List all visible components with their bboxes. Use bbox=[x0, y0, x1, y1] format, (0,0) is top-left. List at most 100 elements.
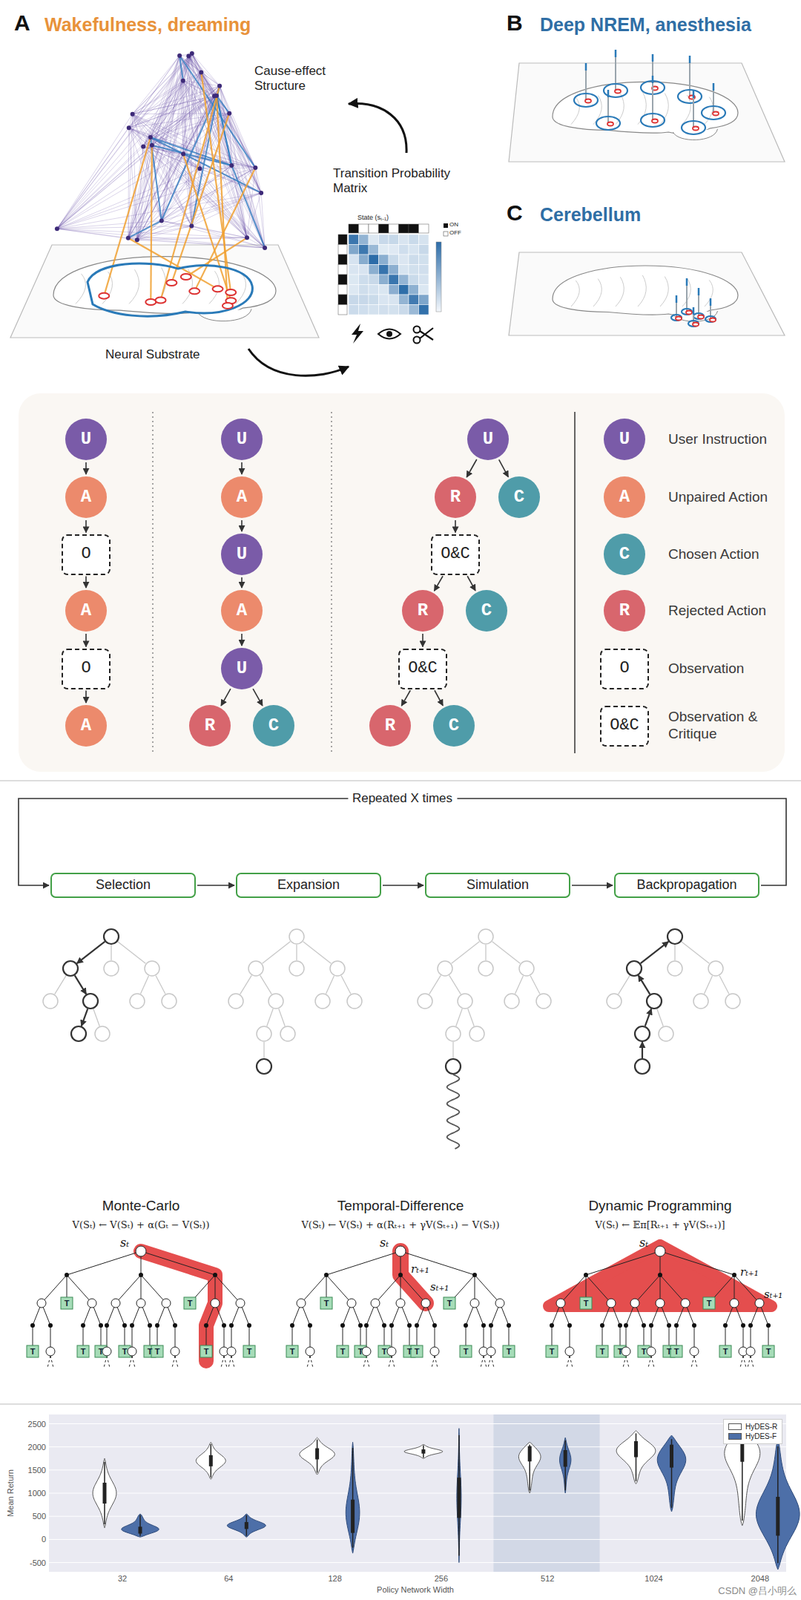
action-dot bbox=[212, 1271, 218, 1277]
label: Neural Substrate bbox=[105, 347, 201, 362]
violin-box bbox=[563, 1449, 568, 1466]
label: T bbox=[340, 1346, 346, 1356]
circle-fill bbox=[65, 589, 107, 632]
node-text: A bbox=[236, 487, 247, 507]
label: T bbox=[583, 1297, 589, 1308]
matrix-cell bbox=[378, 284, 390, 296]
network-edge bbox=[246, 192, 262, 238]
state-node bbox=[421, 1297, 431, 1307]
tree-edge bbox=[110, 944, 112, 960]
violin bbox=[92, 1457, 117, 1528]
legend-text: User Instruction bbox=[668, 430, 787, 448]
tree-edge bbox=[719, 975, 730, 994]
label: T bbox=[64, 1297, 70, 1308]
label: sₜ₊₁ bbox=[763, 1287, 783, 1301]
label: sₜ₊₁ bbox=[430, 1280, 449, 1293]
state-node bbox=[486, 1346, 496, 1356]
state-node bbox=[111, 1297, 121, 1307]
matrix-cell bbox=[408, 244, 420, 256]
spike-tip bbox=[686, 278, 689, 286]
label: T bbox=[246, 1346, 253, 1356]
spike-tip bbox=[675, 295, 678, 303]
violin-box bbox=[775, 1495, 780, 1535]
tree-edge bbox=[140, 1250, 216, 1275]
node-text: U bbox=[236, 429, 247, 449]
violin bbox=[616, 1429, 656, 1484]
matrix-cell bbox=[399, 304, 410, 316]
matrix-cell bbox=[358, 264, 370, 276]
circle-fill bbox=[221, 589, 263, 632]
tree-edge bbox=[341, 975, 351, 994]
action-dot bbox=[289, 1322, 295, 1327]
tree-edge bbox=[54, 974, 67, 994]
label: T bbox=[641, 1346, 647, 1356]
network-edge bbox=[128, 113, 230, 239]
tree-node bbox=[634, 1058, 650, 1074]
matrix-cell bbox=[368, 294, 379, 305]
node-text: R bbox=[204, 715, 216, 735]
network-edge bbox=[129, 127, 151, 138]
matrix-cell bbox=[388, 274, 400, 285]
connector bbox=[422, 633, 424, 647]
legend-text: Observation bbox=[668, 660, 787, 678]
tree-edge bbox=[267, 1007, 273, 1025]
label: T bbox=[122, 1346, 128, 1356]
label: T bbox=[147, 1346, 153, 1356]
chart-legend: HyDES-RHyDES-F bbox=[723, 1418, 783, 1444]
action-dot bbox=[98, 1322, 104, 1327]
region-ring bbox=[705, 315, 716, 322]
box-outline bbox=[600, 648, 649, 689]
search-tree bbox=[228, 928, 362, 1074]
tree-node bbox=[161, 993, 177, 1008]
action-circle: UUser Instruction bbox=[602, 417, 646, 461]
violin bbox=[755, 1438, 800, 1569]
tree-node bbox=[43, 993, 58, 1008]
action-circle: U bbox=[220, 646, 264, 690]
matrix-cell bbox=[388, 264, 400, 276]
matrix-cell bbox=[348, 274, 359, 285]
circle-fill bbox=[65, 476, 107, 518]
action-dot bbox=[583, 1271, 589, 1277]
terminal-box bbox=[336, 1344, 349, 1357]
separator bbox=[0, 780, 801, 781]
substrate-link bbox=[103, 137, 151, 296]
matrix-cell bbox=[358, 254, 370, 265]
state-node bbox=[136, 1297, 146, 1307]
tree-node bbox=[268, 993, 284, 1008]
colorbar bbox=[436, 241, 442, 312]
violin-box bbox=[315, 1447, 319, 1459]
terminal-box bbox=[77, 1344, 89, 1357]
action-dot bbox=[488, 1322, 494, 1327]
matrix-cell bbox=[358, 274, 370, 285]
network-node bbox=[126, 125, 132, 130]
backup-edge bbox=[638, 974, 650, 994]
search-tree bbox=[606, 928, 741, 1074]
label: 2500 bbox=[28, 1418, 46, 1428]
label: Temporal-Difference bbox=[337, 1197, 465, 1214]
tree-edge bbox=[740, 1355, 744, 1367]
matrix-cell bbox=[419, 274, 430, 285]
state-cell bbox=[338, 274, 348, 285]
tree-edge bbox=[488, 1355, 491, 1367]
gyrus bbox=[615, 276, 624, 307]
action-dot bbox=[657, 1271, 663, 1277]
violin-box bbox=[138, 1525, 143, 1533]
terminal-box bbox=[443, 1296, 456, 1309]
state-node bbox=[45, 1346, 55, 1356]
action-dot bbox=[617, 1322, 623, 1327]
tree-edge bbox=[140, 1274, 167, 1303]
circle-fill bbox=[252, 704, 295, 747]
violin bbox=[657, 1434, 687, 1511]
tree-node bbox=[83, 993, 98, 1008]
label: sₜ bbox=[379, 1235, 389, 1249]
network-node bbox=[177, 53, 182, 58]
gridline bbox=[48, 1561, 787, 1562]
box-outline bbox=[614, 872, 759, 897]
label: 32 bbox=[117, 1573, 127, 1583]
action-dot bbox=[463, 1322, 468, 1327]
matrix-cell bbox=[388, 304, 400, 316]
network-edge bbox=[129, 127, 262, 193]
tree-edge bbox=[310, 1355, 313, 1367]
neuron bbox=[585, 99, 592, 104]
tree-edge bbox=[50, 1355, 54, 1367]
